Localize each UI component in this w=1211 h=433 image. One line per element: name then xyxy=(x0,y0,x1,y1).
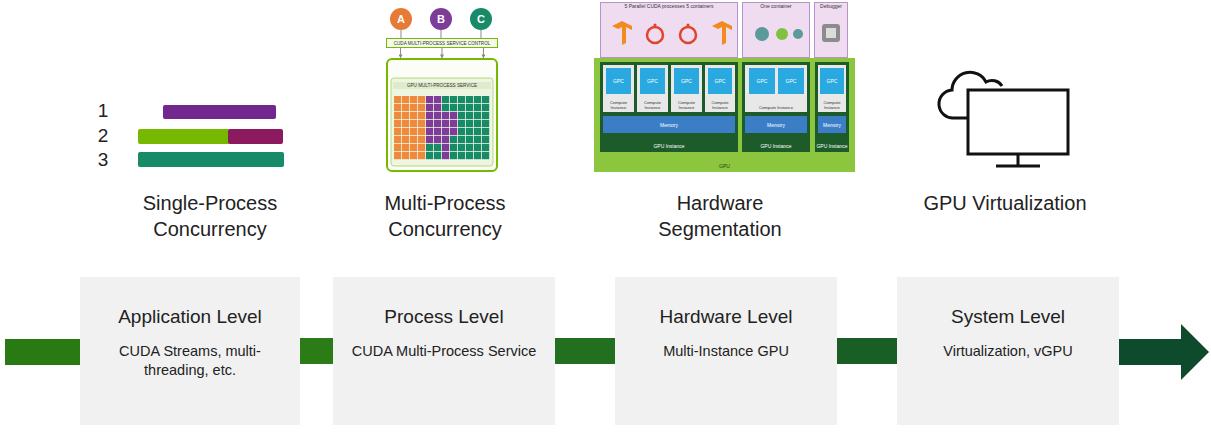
node-heading: GPU xyxy=(594,163,855,169)
node-heading: A xyxy=(397,13,405,25)
node-heading: GPC xyxy=(786,78,797,84)
node-heading: GPU Instance xyxy=(815,143,849,149)
flow-line xyxy=(401,30,402,38)
level-box: Process LevelCUDA Multi-Process Service xyxy=(333,277,555,425)
node-heading: Process Level xyxy=(384,305,503,329)
container-panel: Debugger xyxy=(814,2,848,58)
level-box: System LevelVirtualization, vGPU xyxy=(897,277,1119,425)
node-heading: Application Level xyxy=(118,305,262,329)
node-body: CUDA Multi-Process Service xyxy=(352,342,537,361)
node-heading: System Level xyxy=(951,305,1065,329)
flow-line xyxy=(400,48,401,58)
gpu-instance: GPU InstanceCompute InstanceGPCCompute I… xyxy=(600,62,738,152)
memory-bar: Memory xyxy=(818,116,846,133)
stream-number: 1 xyxy=(95,100,111,122)
service-box: GPU MULTI-PROCESS SERVICE xyxy=(386,58,498,172)
control-bar: CUDA MULTI-PROCESS SERVICE CONTROL xyxy=(386,38,498,48)
column-title: Multi-Process Concurrency xyxy=(340,190,550,242)
level-bar xyxy=(555,338,615,364)
node-heading: GPU MULTI-PROCESS SERVICE xyxy=(393,82,491,89)
mig-illustration xyxy=(600,2,848,58)
gpc-box: GPC xyxy=(606,68,631,94)
node-heading: GPU Instance xyxy=(600,143,738,149)
gpc-box: GPC xyxy=(708,68,732,94)
node-heading: Hardware Level xyxy=(659,305,792,329)
node-heading: Compute Instance xyxy=(638,101,667,110)
node-heading: GPC xyxy=(647,78,658,84)
level-bar xyxy=(300,338,333,364)
node-heading: GPC xyxy=(757,78,768,84)
node-heading: GPC xyxy=(681,78,692,84)
node-heading: Compute Instance xyxy=(672,101,701,110)
gpu-instance: GPU Instance Compute Instance GPC GPC Memory xyxy=(742,62,810,152)
node-body: Multi-Instance GPU xyxy=(663,342,789,361)
compute-instance: Compute Instance GPC xyxy=(705,65,735,112)
gpc-box: GPC xyxy=(674,68,699,94)
compute-instance: Compute Instance GPC xyxy=(637,65,668,112)
flow-line xyxy=(442,48,443,58)
node-heading: One container xyxy=(745,4,807,10)
column-title: GPU Virtualization xyxy=(900,190,1110,216)
gpu-instance: GPU Instance Compute Instance GPC Memory xyxy=(815,62,849,152)
gpc-box: GPC xyxy=(640,68,665,94)
column-title: Hardware Segmentation xyxy=(615,190,825,242)
compute-instance: Compute Instance GPC xyxy=(671,65,702,112)
level-bar xyxy=(837,338,897,364)
node-circle: C xyxy=(470,8,492,30)
node-heading: Memory xyxy=(660,122,678,128)
node-heading: GPC xyxy=(715,78,726,84)
node-heading: Compute Instance xyxy=(819,101,845,110)
compute-instance: Compute Instance GPC xyxy=(603,65,634,112)
node-heading: Memory xyxy=(823,122,841,128)
column-title: Single-Process Concurrency xyxy=(105,190,315,242)
level-box: Hardware LevelMulti-Instance GPU xyxy=(615,277,837,425)
stream-number: 3 xyxy=(95,149,111,171)
container-panel: 5 Parallel CUDA processes 5 containers xyxy=(600,2,738,58)
gpc-box: GPC xyxy=(778,68,804,94)
node-heading: Compute Instance xyxy=(706,101,734,110)
node-heading: 5 Parallel CUDA processes 5 containers xyxy=(603,4,735,10)
node-heading: CUDA MULTI-PROCESS SERVICE CONTROL xyxy=(394,41,491,46)
memory-bar: Memory xyxy=(745,116,807,133)
node-heading: GPC xyxy=(827,78,838,84)
node-heading: Debugger xyxy=(817,4,845,10)
compute-instance: Compute Instance GPC GPC xyxy=(745,65,807,112)
memory-bar: Memory xyxy=(603,116,735,133)
node-heading: B xyxy=(437,13,445,25)
level-box: Application LevelCUDA Streams, multi-thr… xyxy=(80,277,300,425)
cloud-monitor-icon xyxy=(939,72,1068,166)
node-circle: B xyxy=(430,8,452,30)
stream-number: 2 xyxy=(95,125,111,147)
node-heading: Memory xyxy=(767,122,785,128)
node-body: CUDA Streams, multi-threading, etc. xyxy=(94,342,286,380)
node-body: Virtualization, vGPU xyxy=(943,342,1072,361)
node-heading: GPU Instance xyxy=(742,143,810,149)
node-heading: Compute Instance xyxy=(746,106,806,110)
compute-instance: Compute Instance GPC xyxy=(818,65,846,112)
flow-line xyxy=(441,30,442,38)
node-heading: GPC xyxy=(613,78,624,84)
mps-illustration xyxy=(388,60,496,170)
gpc-box: GPC xyxy=(749,68,775,94)
timeline-bars xyxy=(138,105,284,167)
node-circle: A xyxy=(390,8,412,30)
node-heading: C xyxy=(477,13,485,25)
flow-line xyxy=(481,30,482,38)
flow-line xyxy=(483,48,484,58)
gpc-box: GPC xyxy=(820,68,844,94)
container-panel: One container xyxy=(742,2,810,58)
gpu-region: GPUGPU InstanceCompute InstanceGPCComput… xyxy=(594,58,855,172)
node-heading: Compute Instance xyxy=(604,101,633,110)
